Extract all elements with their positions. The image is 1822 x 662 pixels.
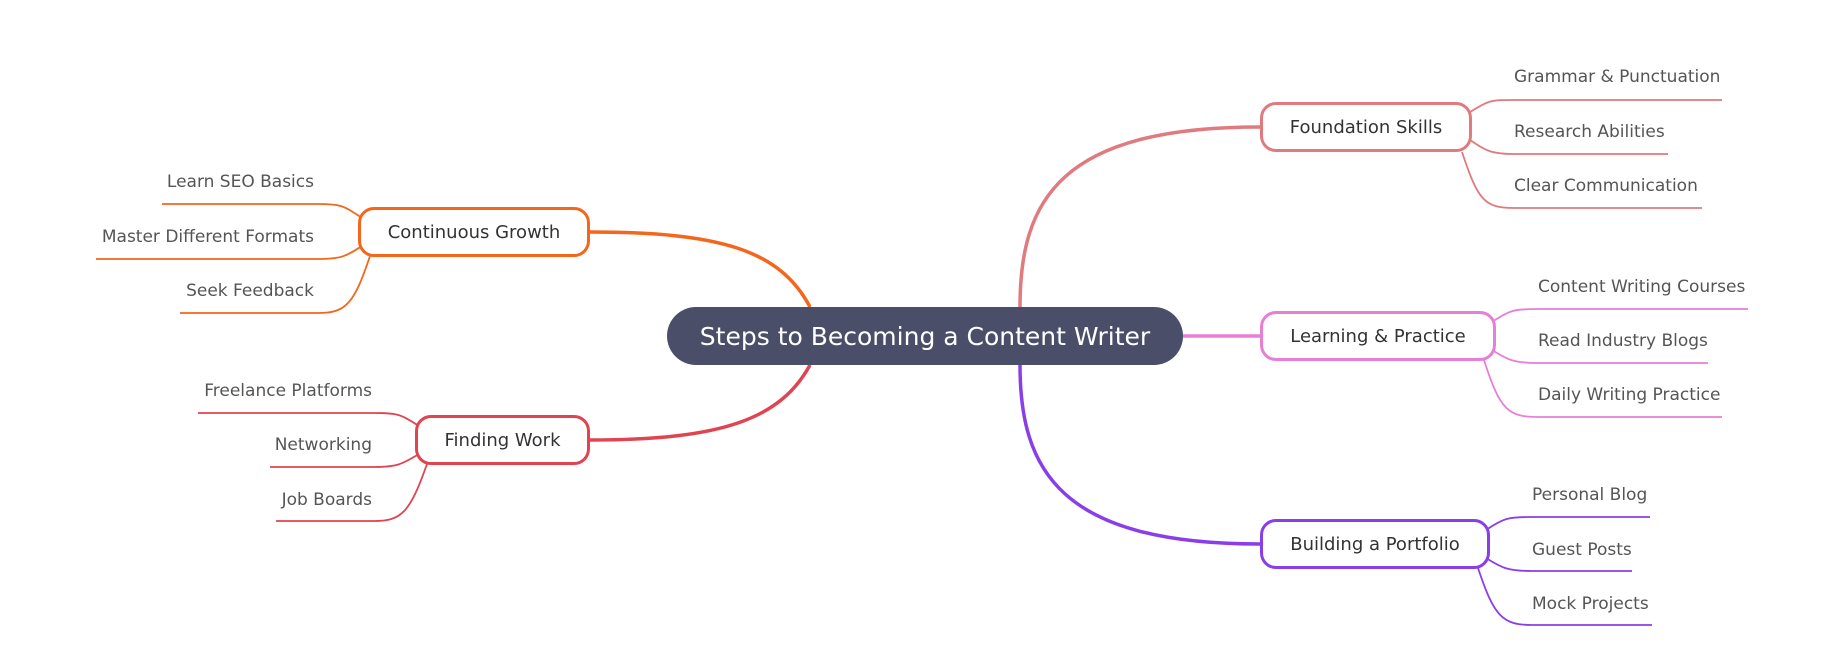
connector-line (96, 245, 363, 260)
connector-line (1483, 359, 1722, 418)
connector-line (1477, 567, 1652, 626)
branch-foundation-skills[interactable]: Foundation Skills (1260, 102, 1472, 152)
connector-line (162, 203, 363, 219)
connector-line (1485, 557, 1632, 572)
connector-line (276, 463, 428, 522)
leaf-grammar-punctuation: Grammar & Punctuation (1514, 67, 1721, 87)
leaf-content-writing-courses: Content Writing Courses (1538, 277, 1746, 297)
connector-line (1469, 139, 1668, 155)
branch-building-portfolio[interactable]: Building a Portfolio (1260, 519, 1490, 569)
connector-line (270, 453, 420, 468)
connector-line (1485, 516, 1650, 531)
leaf-daily-writing-practice: Daily Writing Practice (1538, 385, 1721, 405)
leaf-research-abilities: Research Abilities (1514, 122, 1665, 142)
connector-line (198, 412, 420, 427)
connector-line (589, 230, 812, 308)
leaf-guest-posts: Guest Posts (1532, 540, 1632, 560)
leaf-job-boards: Job Boards (281, 490, 372, 510)
root-node[interactable]: Steps to Becoming a Content Writer (667, 307, 1183, 365)
leaf-personal-blog: Personal Blog (1532, 485, 1648, 505)
leaf-freelance-platforms: Freelance Platforms (204, 381, 372, 401)
connector-line (1491, 308, 1748, 323)
branch-finding-work[interactable]: Finding Work (415, 415, 590, 465)
leaf-read-industry-blogs: Read Industry Blogs (1538, 331, 1708, 351)
leaf-mock-projects: Mock Projects (1532, 594, 1649, 614)
leaf-learn-seo-basics: Learn SEO Basics (166, 172, 314, 192)
connector-line (1491, 349, 1708, 364)
branch-learning-practice[interactable]: Learning & Practice (1260, 311, 1496, 361)
leaf-master-different-formats: Master Different Formats (101, 227, 314, 247)
branch-continuous-growth[interactable]: Continuous Growth (358, 207, 590, 257)
leaf-clear-communication: Clear Communication (1514, 176, 1698, 196)
connector-line (180, 255, 371, 314)
connector-line (589, 364, 812, 442)
connector-line (1018, 364, 1261, 546)
connector-line (1461, 151, 1702, 209)
connector-line (1018, 125, 1261, 308)
leaf-networking: Networking (274, 435, 372, 455)
connector-line (1469, 99, 1722, 113)
leaf-seek-feedback: Seek Feedback (186, 281, 314, 301)
